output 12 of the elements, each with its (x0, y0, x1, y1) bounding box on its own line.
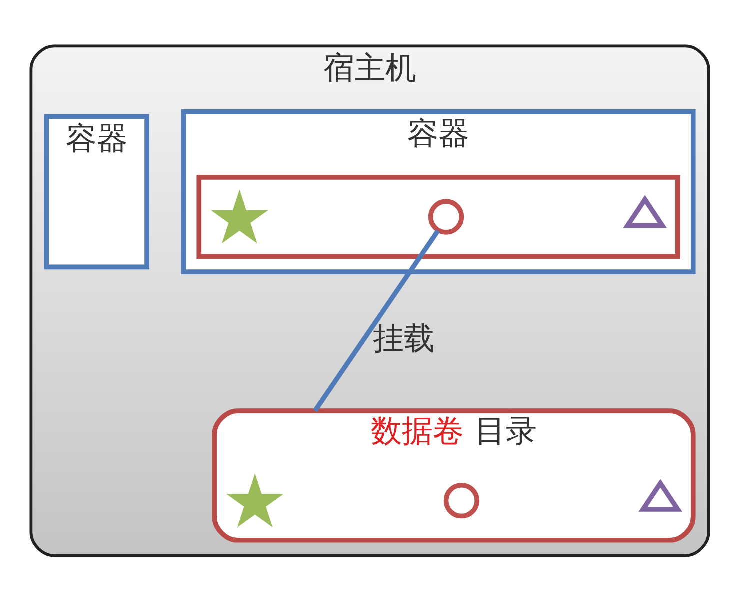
node-triangle (623, 195, 667, 228)
edge-label: 挂载 (372, 320, 435, 357)
node-star (211, 190, 268, 244)
node-circle (444, 482, 480, 519)
cluster (196, 175, 680, 259)
cluster: 容器 (181, 109, 696, 274)
connector (313, 230, 440, 412)
cluster: 数据卷 目录 (212, 408, 696, 543)
node-box: 容器 (44, 114, 150, 270)
node-triangle (638, 479, 682, 512)
node-star (226, 474, 284, 528)
node-circle (428, 199, 464, 235)
